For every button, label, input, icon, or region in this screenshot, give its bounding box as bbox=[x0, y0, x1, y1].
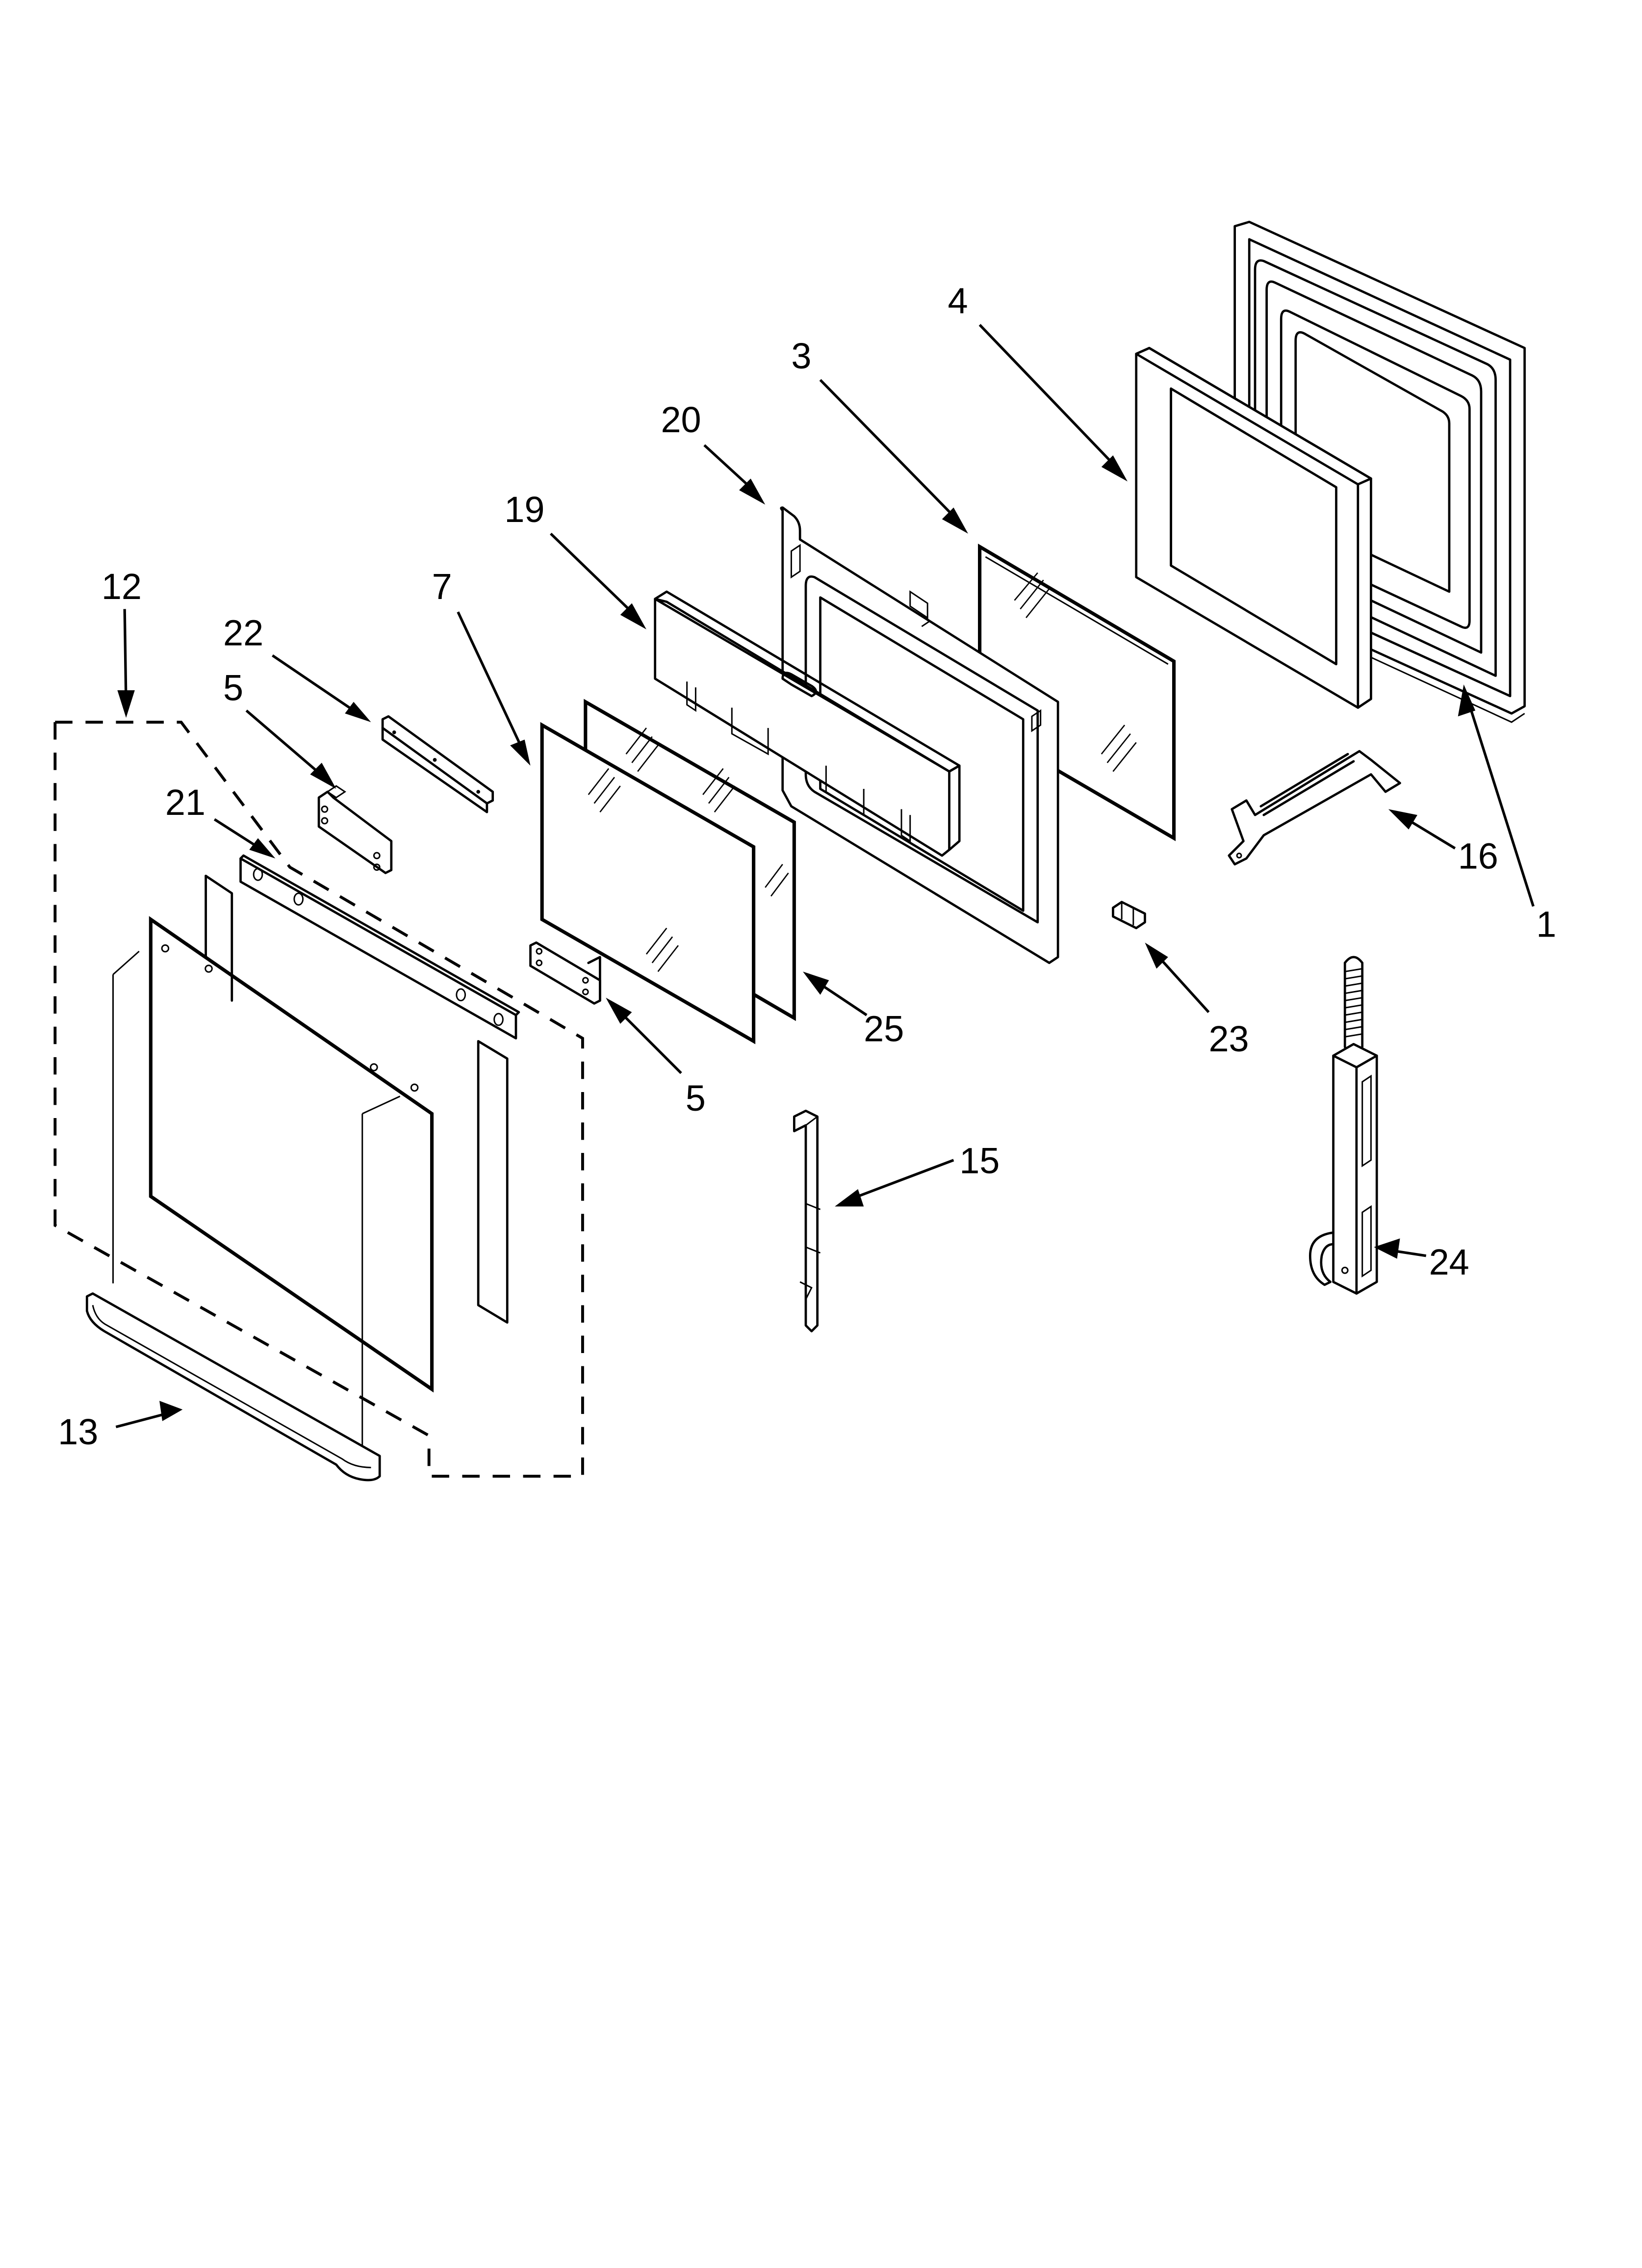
callout-12: 12 bbox=[102, 566, 142, 607]
leader-5-upper bbox=[245, 709, 329, 782]
callout-16: 16 bbox=[1458, 836, 1498, 877]
part-20-door-panel bbox=[780, 506, 1059, 965]
part-4-door-frame bbox=[1135, 347, 1372, 709]
callout-23: 23 bbox=[1208, 1018, 1249, 1059]
callout-22: 22 bbox=[223, 612, 263, 653]
part-24-door-hinge bbox=[1308, 956, 1378, 1295]
part-13-door-bottom-trim bbox=[85, 1292, 381, 1482]
leader-19 bbox=[550, 532, 639, 619]
part-5-lower-hinge-bracket bbox=[529, 941, 601, 1005]
callout-20: 20 bbox=[661, 399, 701, 440]
callout-5-upper: 5 bbox=[223, 668, 243, 708]
part-7-outer-glass bbox=[540, 722, 756, 1044]
callout-19: 19 bbox=[504, 489, 544, 530]
callout-4: 4 bbox=[948, 280, 968, 321]
callout-24: 24 bbox=[1429, 1242, 1469, 1282]
callout-15: 15 bbox=[959, 1140, 1000, 1181]
callout-7: 7 bbox=[432, 566, 452, 607]
callout-13: 13 bbox=[58, 1411, 98, 1452]
leader-lines bbox=[115, 324, 1535, 1429]
leader-1 bbox=[1465, 696, 1535, 907]
leader-4 bbox=[978, 324, 1120, 471]
leader-3 bbox=[819, 379, 961, 523]
part-19-insulation-baffle bbox=[654, 590, 961, 857]
callout-5-lower: 5 bbox=[686, 1078, 706, 1119]
part-15-hinge-support bbox=[793, 1109, 821, 1332]
leader-22 bbox=[272, 654, 363, 718]
part-23-clip bbox=[1112, 901, 1146, 930]
callout-25: 25 bbox=[864, 1008, 904, 1049]
callout-labels: 1 3 4 5 5 7 12 13 15 16 19 20 21 22 23 2… bbox=[58, 280, 1556, 1452]
leader-12 bbox=[123, 609, 128, 705]
part-21-trim-strip bbox=[239, 854, 520, 1040]
part-16-bracket bbox=[1228, 750, 1401, 866]
callout-1: 1 bbox=[1536, 904, 1556, 944]
part-5-upper-hinge-bracket bbox=[317, 785, 393, 874]
callout-21: 21 bbox=[165, 782, 205, 823]
part-22-bracket bbox=[381, 715, 494, 813]
callout-3: 3 bbox=[791, 336, 811, 376]
leader-7 bbox=[457, 611, 526, 755]
leader-15 bbox=[846, 1159, 954, 1202]
part-12-outer-door-assembly bbox=[53, 721, 584, 1478]
